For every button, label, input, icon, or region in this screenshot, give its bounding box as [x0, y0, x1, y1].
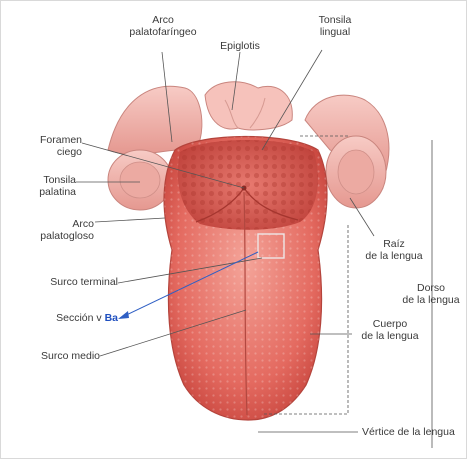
label-vertice: Vértice de la lengua [362, 426, 462, 438]
label-epiglotis: Epiglotis [210, 40, 270, 52]
section-ref-badge: Ba [105, 312, 118, 324]
label-seccion: Sección v Ba [8, 312, 118, 324]
label-arco-palatofaringeo: Arco palatofaríngeo [118, 14, 208, 38]
epiglottis-shape [205, 82, 292, 130]
label-raiz: Raíz de la lengua [356, 238, 432, 262]
label-tonsila-palatina: Tonsila palatina [8, 174, 76, 198]
label-dorso: Dorso de la lengua [398, 282, 464, 306]
label-cuerpo: Cuerpo de la lengua [352, 318, 428, 342]
label-foramen-ciego: Foramen ciego [8, 134, 82, 158]
label-arco-palatogloso: Arco palatogloso [8, 218, 94, 242]
label-tonsila-lingual: Tonsila lingual [300, 14, 370, 38]
label-surco-terminal: Surco terminal [8, 276, 118, 288]
label-surco-medio: Surco medio [8, 350, 100, 362]
